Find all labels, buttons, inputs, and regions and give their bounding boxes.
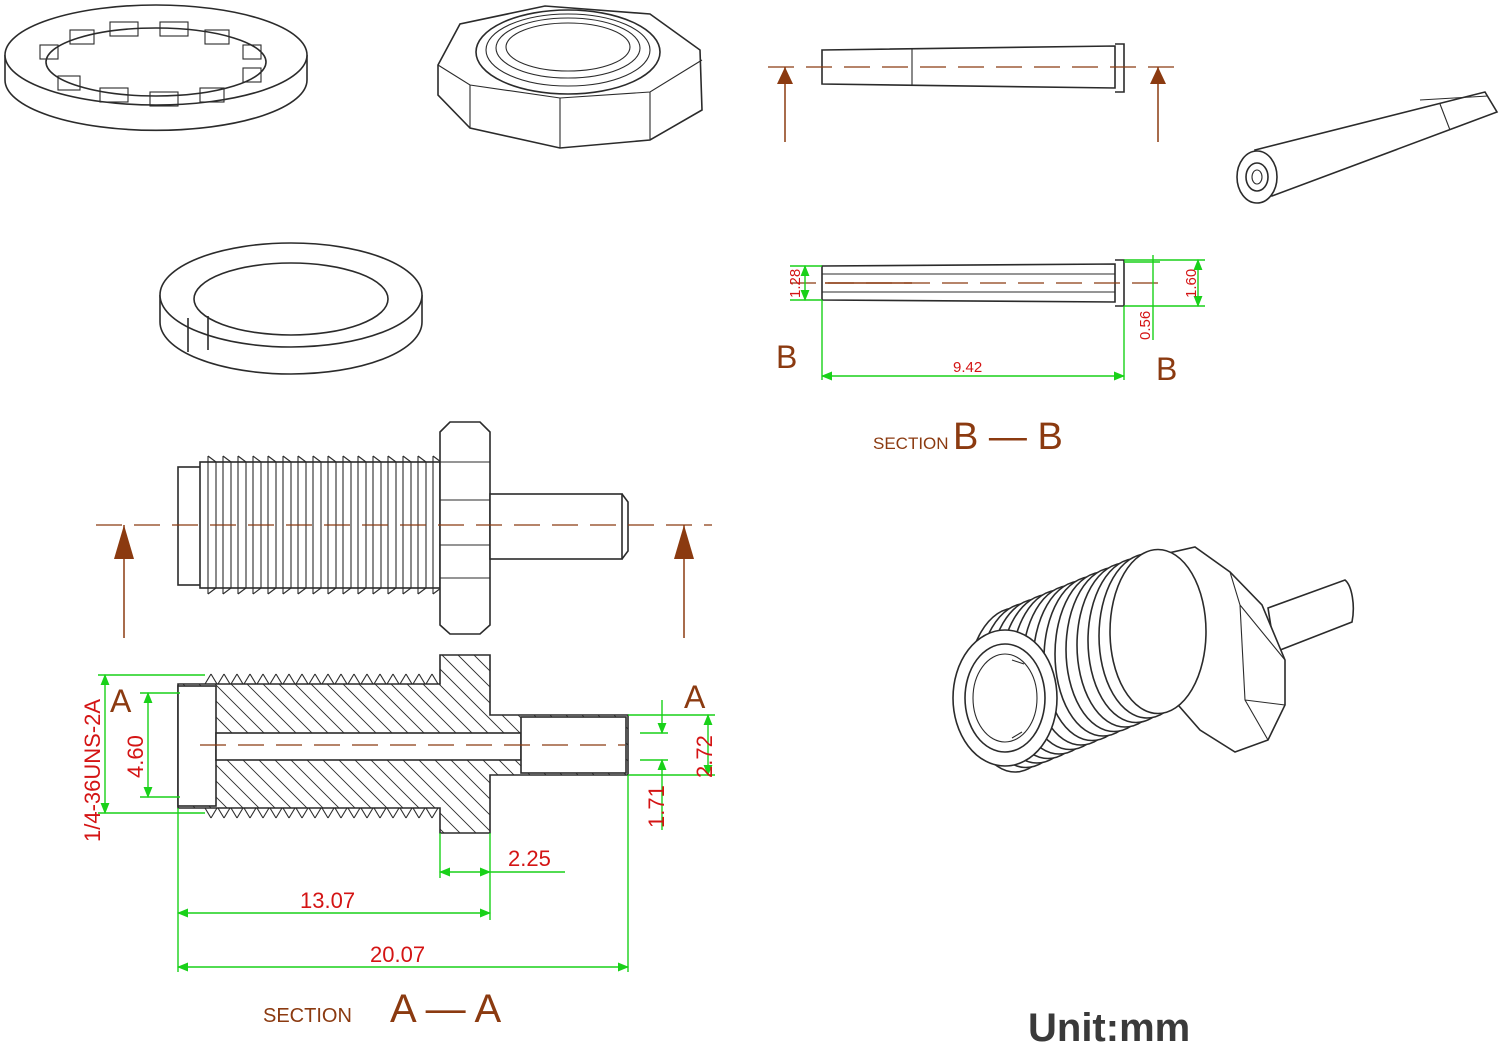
section-a-title-letters: A — A bbox=[390, 987, 501, 1031]
section-a-a-view bbox=[98, 654, 715, 972]
section-b-b-view bbox=[790, 255, 1205, 381]
dim-1-28: 1.28 bbox=[787, 269, 804, 298]
section-b-marker-right: B bbox=[1156, 351, 1177, 387]
thread-spec-label: 1/4-36UNS-2A bbox=[80, 699, 105, 842]
dim-1-71: 1.71 bbox=[644, 785, 669, 828]
section-a-marker-right: A bbox=[684, 679, 706, 715]
hex-nut bbox=[437, 5, 703, 149]
contact-pin-side-view bbox=[768, 43, 1175, 142]
dim-4-60: 4.60 bbox=[123, 735, 148, 778]
section-b-marker-left: B bbox=[776, 339, 797, 375]
section-b-title-letters: B — B bbox=[953, 416, 1063, 458]
section-a-marker-left: A bbox=[110, 683, 132, 719]
dim-20-07: 20.07 bbox=[370, 942, 425, 967]
dim-0-56: 0.56 bbox=[1137, 311, 1154, 340]
dim-13-07: 13.07 bbox=[300, 888, 355, 913]
dim-2-25: 2.25 bbox=[508, 846, 551, 871]
split-lock-washer bbox=[159, 242, 423, 375]
section-b-title-word: SECTION bbox=[873, 434, 949, 453]
dim-1-60: 1.60 bbox=[1183, 269, 1200, 298]
dim-2-72: 2.72 bbox=[692, 735, 717, 778]
dim-9-42: 9.42 bbox=[953, 359, 982, 376]
section-a-title-word: SECTION bbox=[263, 1005, 352, 1027]
unit-label: Unit:mm bbox=[1028, 1006, 1191, 1050]
connector-isometric bbox=[952, 546, 1355, 773]
contact-pin-isometric bbox=[1236, 91, 1499, 204]
star-lock-washer bbox=[4, 4, 308, 132]
connector-side-view bbox=[96, 421, 712, 638]
